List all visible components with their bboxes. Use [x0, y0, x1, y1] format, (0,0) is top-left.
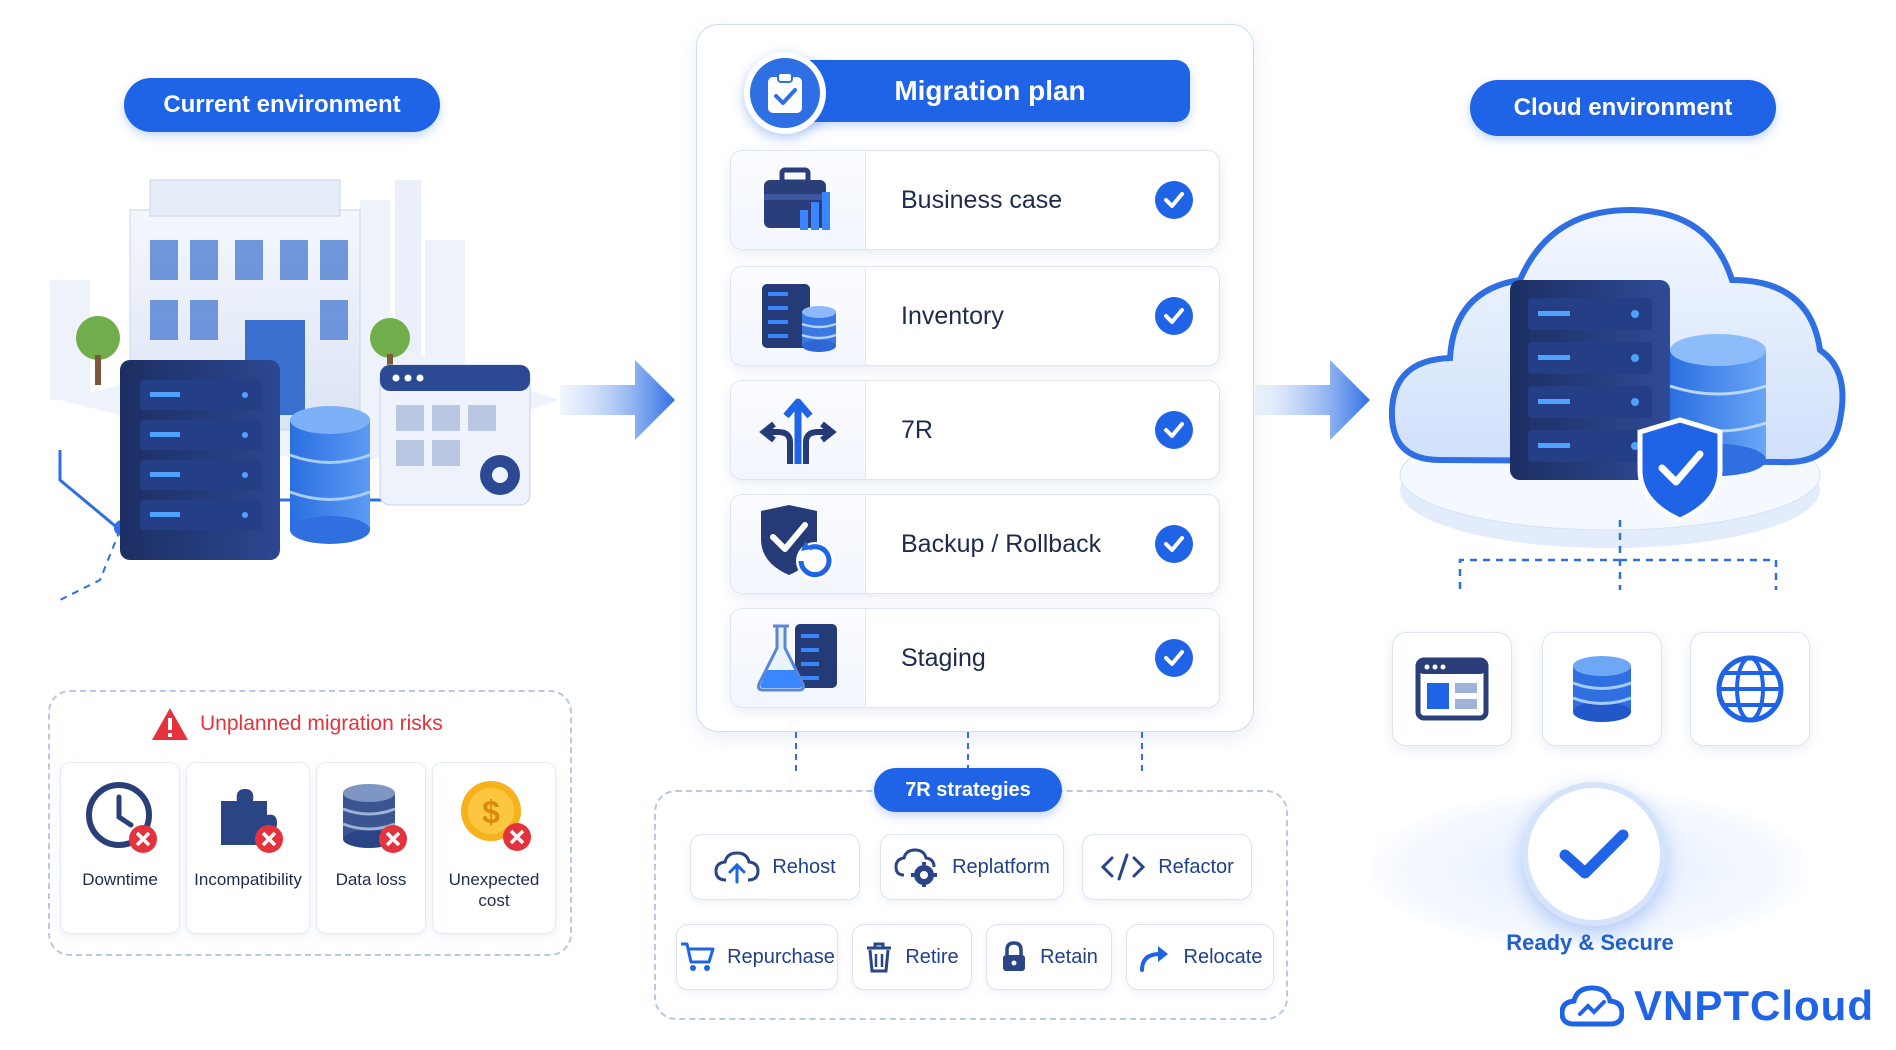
cloud-environment-title: Cloud environment [1470, 80, 1776, 136]
cloud-server-illustration [1388, 206, 1846, 590]
plan-step-business-case: Business case [730, 150, 1220, 250]
svg-text:$: $ [482, 794, 500, 830]
ready-check-icon [1522, 782, 1666, 926]
risk-label: Data loss [335, 870, 407, 889]
plan-step-label: 7R [901, 416, 933, 444]
server-database-icon [762, 284, 837, 352]
strategy-replatform: Replatform [880, 834, 1064, 900]
briefcase-chart-icon [764, 167, 830, 230]
redo-arrow-icon [1139, 946, 1168, 972]
cart-icon [681, 942, 715, 971]
database-icon [342, 784, 407, 853]
plan-step-inventory: Inventory [730, 266, 1220, 366]
current-environment-title: Current environment [124, 78, 440, 132]
risks-panel [48, 690, 572, 956]
database-icon [1572, 656, 1632, 722]
check-icon [1155, 639, 1193, 677]
cloud-app-tile [1392, 632, 1512, 746]
brand-logo: VNPTCloud [1560, 976, 1874, 1036]
strategies-title: 7R strategies [874, 768, 1062, 812]
warning-icon [152, 708, 188, 740]
strategy-label: Relocate [1183, 945, 1263, 968]
risks-header: Unplanned migration risks [150, 706, 443, 742]
plan-step-7r: 7R [730, 380, 1220, 480]
strategy-retire: Retire [852, 924, 972, 990]
risk-downtime: Downtime [60, 762, 180, 934]
cloud-network-tile [1690, 632, 1810, 746]
strategy-label: Rehost [772, 855, 836, 878]
strategy-retain: Retain [986, 924, 1112, 990]
check-icon [1155, 525, 1193, 563]
strategy-label: Repurchase [727, 945, 835, 968]
shield-rollback-icon [761, 505, 834, 580]
dollar-coin-icon: $ [461, 781, 531, 851]
check-icon [1155, 411, 1193, 449]
strategy-rehost: Rehost [690, 834, 860, 900]
trash-icon [867, 942, 892, 973]
ready-secure-label: Ready & Secure [1506, 930, 1674, 955]
strategy-label: Replatform [952, 855, 1050, 878]
lock-icon [1003, 941, 1026, 971]
risk-data-loss: Data loss [316, 762, 426, 934]
cloud-gear-icon [894, 848, 938, 887]
cloud-logo-icon [1560, 985, 1624, 1027]
plan-step-label: Staging [901, 644, 986, 672]
risk-label: Downtime [82, 870, 158, 889]
arrow-right-icon [560, 360, 675, 440]
browser-window-icon [1415, 657, 1489, 721]
globe-icon [1716, 655, 1784, 723]
check-icon [1155, 297, 1193, 335]
clock-icon [86, 782, 157, 853]
branch-arrows-icon [759, 398, 837, 464]
plan-step-label: Backup / Rollback [901, 530, 1102, 558]
clipboard-check-icon [744, 52, 826, 134]
migration-plan-title: Migration plan [790, 60, 1190, 122]
risk-label: Incompatibility [194, 870, 302, 889]
strategy-label: Refactor [1158, 855, 1234, 878]
brand-name: VNPTCloud [1634, 982, 1874, 1029]
plan-step-backup-rollback: Backup / Rollback [730, 494, 1220, 594]
plan-step-label: Inventory [901, 302, 1004, 330]
code-icon [1101, 853, 1146, 881]
risks-title: Unplanned migration risks [200, 712, 443, 735]
check-icon [1155, 181, 1193, 219]
arrow-right-icon [1255, 360, 1370, 440]
plan-step-staging: Staging [730, 608, 1220, 708]
strategy-label: Retire [905, 945, 959, 968]
connector-lines [795, 732, 1143, 772]
cloud-database-tile [1542, 632, 1662, 746]
plan-step-label: Business case [901, 186, 1063, 214]
flask-server-icon [757, 624, 837, 692]
cloud-upload-icon [714, 851, 760, 884]
risk-incompatibility: Incompatibility [186, 762, 310, 934]
on-premise-illustration [50, 179, 560, 601]
risk-unexpected-cost: $ Unexpected cost [432, 762, 556, 934]
puzzle-icon [221, 789, 283, 853]
risk-label: Unexpected cost [448, 870, 540, 910]
strategy-label: Retain [1040, 945, 1098, 968]
strategy-refactor: Refactor [1082, 834, 1252, 900]
strategy-repurchase: Repurchase [676, 924, 838, 990]
strategy-relocate: Relocate [1126, 924, 1274, 990]
